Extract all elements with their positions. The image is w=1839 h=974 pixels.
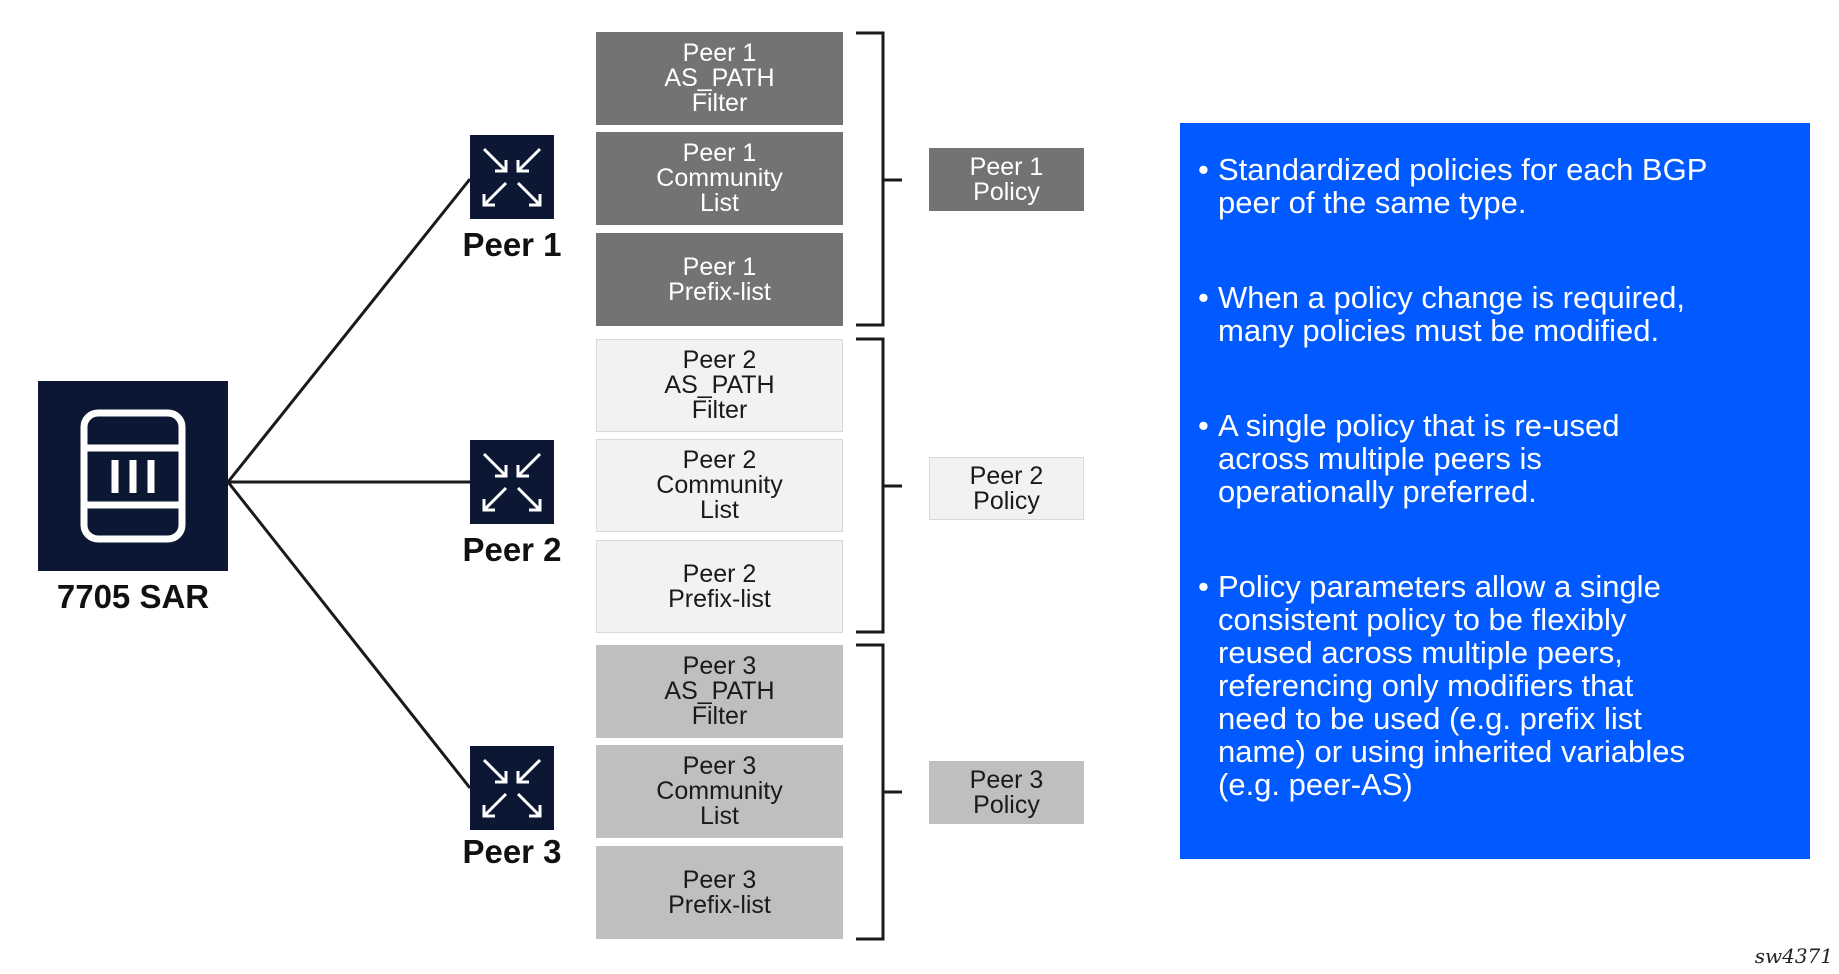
bullet-dot: • [1198,569,1209,604]
bullet-text: Standardized policies for each BGP peer … [1218,152,1708,220]
sar-device [38,381,228,571]
bullet-text: When a policy change is required, many p… [1218,280,1685,348]
peer-1-icon [470,135,554,219]
peer-2-icon [470,440,554,524]
router-arrows-icon [470,440,554,524]
peer-3-icon [470,746,554,830]
router-arrows-icon [470,746,554,830]
peer-1-as-path-filter: Peer 1 AS_PATH Filter [596,32,843,125]
peer-3-policy: Peer 3 Policy [929,761,1084,824]
info-bullet-2: • When a policy change is required, many… [1198,281,1770,347]
peer-3-community-list: Peer 3 Community List [596,745,843,838]
info-bullet-4: • Policy parameters allow a single consi… [1198,570,1770,801]
peer-1-label: Peer 1 [462,226,562,263]
bracket-group-2 [856,337,902,634]
peer-2-policy: Peer 2 Policy [929,457,1084,520]
peer-2-as-path-filter: Peer 2 AS_PATH Filter [596,339,843,432]
peer-3-prefix-list: Peer 3 Prefix-list [596,846,843,939]
peer-2-label: Peer 2 [462,531,562,568]
peer-2-community-list: Peer 2 Community List [596,439,843,532]
info-bullet-1: • Standardized policies for each BGP pee… [1198,153,1770,219]
link-peer-3 [226,481,472,789]
peer-1-prefix-list: Peer 1 Prefix-list [596,233,843,326]
figure-id: sw4371 [1754,944,1833,968]
peer-3-as-path-filter: Peer 3 AS_PATH Filter [596,645,843,738]
info-bullet-3: • A single policy that is re-used across… [1198,409,1770,508]
peer-3-label: Peer 3 [462,833,562,870]
bullet-dot: • [1198,152,1209,187]
router-arrows-icon [470,135,554,219]
bracket-group-3 [856,643,902,941]
sar-label: 7705 SAR [56,578,210,615]
bullet-dot: • [1198,408,1209,443]
bullet-dot: • [1198,280,1209,315]
link-peer-1 [226,178,472,483]
bullet-text: Policy parameters allow a single consist… [1218,569,1685,802]
peer-1-community-list: Peer 1 Community List [596,132,843,225]
bracket-group-1 [856,31,902,327]
info-panel: • Standardized policies for each BGP pee… [1180,123,1810,859]
peer-1-policy: Peer 1 Policy [929,148,1084,211]
bullet-text: A single policy that is re-used across m… [1218,408,1620,509]
router-chassis-icon [80,409,186,543]
peer-2-prefix-list: Peer 2 Prefix-list [596,540,843,633]
